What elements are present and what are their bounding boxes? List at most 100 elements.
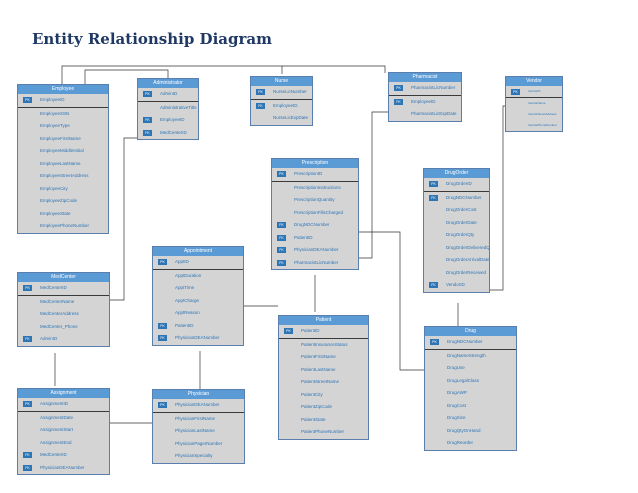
field-label: PatientID <box>301 328 320 333</box>
key-icon: PK <box>23 401 32 407</box>
field-label: AdministrativeTitle <box>160 104 197 110</box>
entity-field: NurseLicExpDate <box>251 112 312 125</box>
pharmacist-prescription-line <box>358 111 388 259</box>
entity-field: PharmacistLicExpDate <box>389 108 461 121</box>
field-label: PharmacistLicNumber <box>294 259 339 265</box>
entity-field: PhysicianFirstName <box>153 413 244 426</box>
field-label: PatientInsuranceStatus <box>301 341 348 347</box>
field-label: PhysicianDEANumber <box>294 247 339 252</box>
key-icon: FK <box>158 322 167 329</box>
field-label: MedCenterName <box>40 298 75 304</box>
entity-field: DrugOrderDeliveredQty <box>424 242 489 255</box>
entity-field: DrugOrderArrivalDate <box>424 254 489 267</box>
field-label: DrugQtyOnHand <box>447 427 481 433</box>
entity-header: Prescription <box>272 159 358 168</box>
administrator-medcenter-line <box>109 137 145 301</box>
field-label: DrugOrderCost <box>446 207 477 212</box>
prescription-drug-line <box>358 231 424 371</box>
field-label: ApptDuration <box>175 272 202 278</box>
entity-field: ApptReason <box>153 307 243 320</box>
field-label: VendorName <box>528 101 546 105</box>
field-label: MedCenterAddress <box>40 311 79 316</box>
field-label: DrugUse <box>447 365 465 370</box>
field-label: EmployeeStreetAddress <box>40 173 89 178</box>
key-icon: FK <box>143 129 152 136</box>
field-label: EmployeeID <box>411 98 436 104</box>
field-label: VendorID <box>528 89 541 93</box>
field-label: AdminID <box>40 336 58 341</box>
field-label: PhysicianLastName <box>175 428 215 433</box>
entity-field: EmployeeState <box>18 208 108 221</box>
entity-field: DrugNameStrength <box>425 350 516 363</box>
field-label: MedCenterID <box>40 285 67 290</box>
entity-field: PatientCity <box>279 389 368 402</box>
entity-field: AdministrativeTitle <box>138 102 198 115</box>
field-label: EmployeePhoneNumber <box>40 223 90 228</box>
field-label: PharmacistLicNumber <box>411 85 456 90</box>
field-label: PatientLastName <box>301 366 336 372</box>
entity-field: EmployeeCity <box>18 183 108 196</box>
key-icon: FK <box>23 464 32 471</box>
key-icon: PK <box>143 91 152 97</box>
field-label: DrugNameStrength <box>447 352 486 358</box>
field-label: ApptCharge <box>175 297 200 303</box>
entity-header: Assignment <box>18 389 109 398</box>
field-label: EmployeeMiddleInitial <box>40 148 84 153</box>
key-icon: FK <box>277 222 286 228</box>
field-label: ApptID <box>175 259 189 264</box>
key-icon: FK <box>158 335 167 341</box>
field-label: EmployeeID <box>273 102 298 108</box>
entity-header: Physician <box>153 390 244 399</box>
field-label: PatientID <box>294 234 313 240</box>
entity-field: PrescriptionQuantity <box>272 194 358 207</box>
entity-header: DrugOrder <box>424 169 489 178</box>
entity-field: PrescriptionFillsCharged <box>272 207 358 220</box>
field-label: DrugNDCNumber <box>447 339 483 344</box>
entity-field: ApptDuration <box>153 270 243 283</box>
key-icon: PK <box>158 402 167 408</box>
employee-administrator-line <box>84 69 169 84</box>
entity-field: AssignmentStart <box>18 424 109 437</box>
key-icon: PK <box>256 89 265 95</box>
field-label: DrugNDCNumber <box>294 222 330 227</box>
key-icon: PK <box>429 181 438 187</box>
key-icon: PK <box>511 89 520 95</box>
vendor-drugorder-line <box>490 105 516 291</box>
entity-field: PatientStreetName <box>279 376 368 389</box>
entity-field: PhysicianPagerNumber <box>153 438 244 451</box>
entity-field: MedCenterAddress <box>18 308 109 321</box>
entity-field: DrugOrderDate <box>424 217 489 230</box>
field-label: PrescriptionInstructions <box>294 184 341 190</box>
field-label: DrugOrderDeliveredQty <box>446 244 489 250</box>
key-icon: FK <box>429 282 438 288</box>
field-label: NurseLicExpDate <box>273 115 309 120</box>
field-label: PhysicianFirstName <box>175 415 216 421</box>
field-label: DrugReorder <box>447 440 474 445</box>
field-label: DrugOrderArrivalDate <box>446 257 489 262</box>
key-icon: FK <box>256 102 265 109</box>
key-icon: PK <box>394 85 403 91</box>
field-label: PrescriptionQuantity <box>294 197 335 202</box>
entity-field: EmployeeType <box>18 120 108 133</box>
field-label: PatientStreetName <box>301 379 340 384</box>
field-label: DrugLegalClass <box>447 377 480 383</box>
key-icon: FK <box>394 98 403 105</box>
entity-field: DrugQtyOnHand <box>425 425 516 438</box>
field-label: EmployeeID <box>160 117 185 122</box>
